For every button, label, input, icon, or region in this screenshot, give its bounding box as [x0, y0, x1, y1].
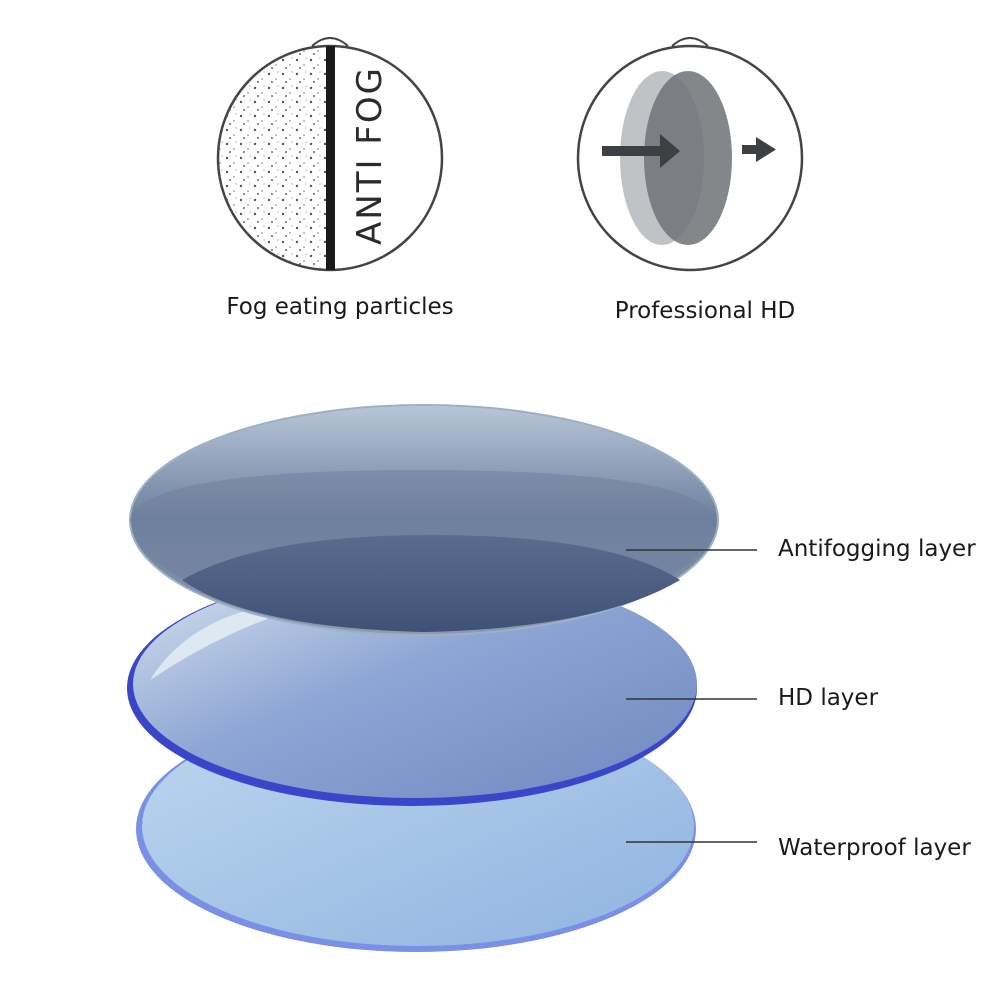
caption-professional-hd: Professional HD — [614, 298, 796, 324]
hd-lens-layer — [127, 570, 697, 806]
caption-fog-eating-particles: Fog eating particles — [226, 294, 454, 320]
label-antifogging-layer: Antifogging layer — [778, 536, 976, 562]
light-arrow-icon — [602, 134, 680, 168]
hd-light-pass-icon — [576, 37, 804, 272]
small-arrow-icon — [742, 137, 776, 162]
label-hd-layer: HD layer — [778, 685, 879, 711]
anti-fog-text: ANTI FOG — [350, 66, 390, 245]
label-waterproof-layer: Waterproof layer — [778, 835, 971, 861]
antifogging-lens-layer — [129, 404, 719, 636]
anti-fog-lens-icon: ANTI FOG — [216, 37, 444, 272]
